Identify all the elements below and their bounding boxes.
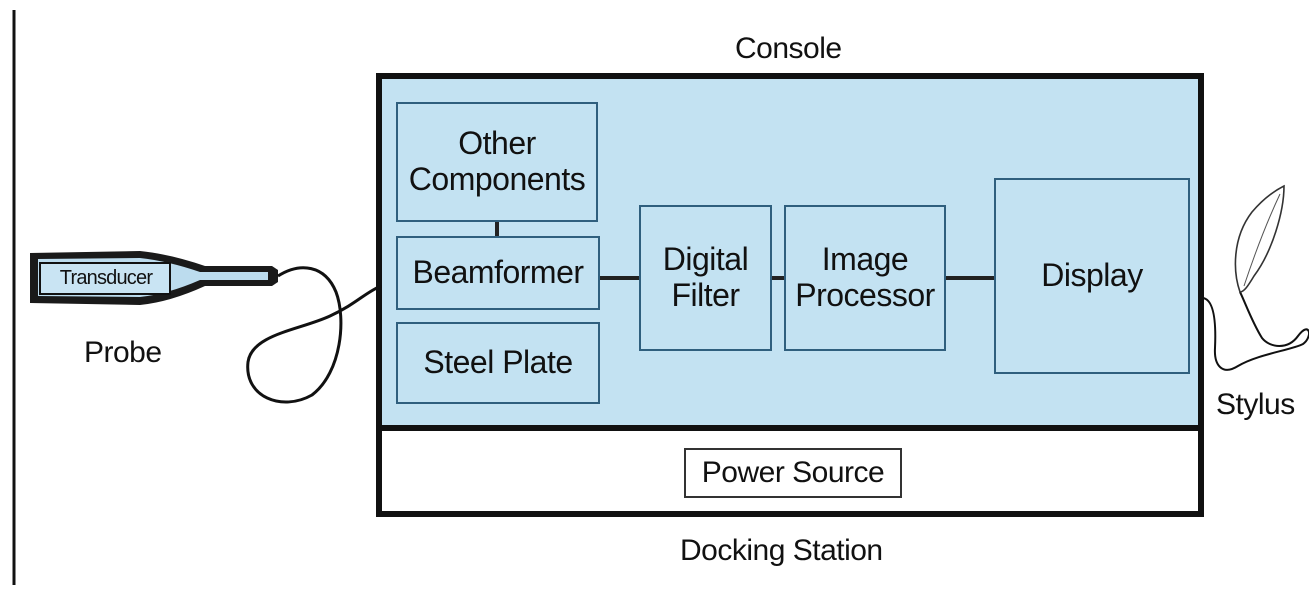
- image-processor-line2: Processor: [795, 277, 935, 313]
- other-components-line2: Components: [408, 161, 586, 197]
- beamformer-box: Beamformer: [396, 236, 600, 310]
- stylus-label: Stylus: [1216, 388, 1295, 421]
- other-components-line1: Other: [458, 125, 536, 162]
- image-processor-line1: Image: [821, 241, 909, 278]
- power-source-box: Power Source: [684, 448, 902, 498]
- steel-plate-label: Steel Plate: [423, 344, 573, 381]
- transducer-box: [39, 262, 171, 295]
- display-label: Display: [1041, 257, 1143, 294]
- probe-label: Probe: [84, 336, 162, 369]
- docking-station-label: Docking Station: [680, 534, 883, 567]
- transducer-label: Transducer: [59, 267, 153, 289]
- digital-filter-line2: Filter: [671, 277, 740, 313]
- stylus-pen-detail: [1243, 193, 1281, 287]
- display-box: Display: [994, 178, 1190, 374]
- steel-plate-box: Steel Plate: [396, 322, 600, 404]
- console-label: Console: [735, 32, 842, 65]
- probe-cable: [246, 266, 382, 404]
- digital-filter-line1: Digital: [662, 241, 749, 278]
- power-source-label: Power Source: [701, 456, 885, 490]
- stylus-cable: [1202, 291, 1309, 371]
- beamformer-label: Beamformer: [412, 254, 584, 291]
